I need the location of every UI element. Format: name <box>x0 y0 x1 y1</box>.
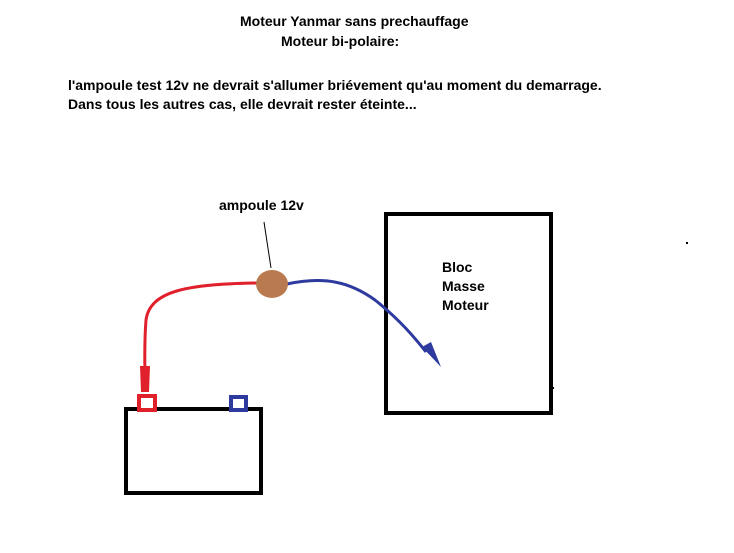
positive-terminal <box>137 394 157 412</box>
lamp-leader-line <box>263 221 272 269</box>
engine-label-line-3: Moteur <box>442 297 489 313</box>
title-line-2: Moteur bi-polaire: <box>281 33 400 49</box>
engine-block-box <box>384 212 553 415</box>
title-line-1: Moteur Yanmar sans prechauffage <box>240 13 469 29</box>
positive-clip <box>140 366 150 392</box>
positive-wire <box>143 281 259 383</box>
negative-clip <box>422 342 441 367</box>
engine-label-line-2: Masse <box>442 278 485 294</box>
description-line-1: l'ampoule test 12v ne devrait s'allumer … <box>68 77 602 93</box>
negative-wire <box>286 279 428 353</box>
lamp-bulb <box>256 270 288 298</box>
stray-dot <box>686 242 688 244</box>
engine-label-line-1: Bloc <box>442 259 473 275</box>
battery-box <box>124 407 263 495</box>
negative-terminal <box>229 395 248 412</box>
stray-dot <box>552 387 554 389</box>
lamp-label: ampoule 12v <box>219 197 304 213</box>
description-line-2: Dans tous les autres cas, elle devrait r… <box>68 96 417 112</box>
